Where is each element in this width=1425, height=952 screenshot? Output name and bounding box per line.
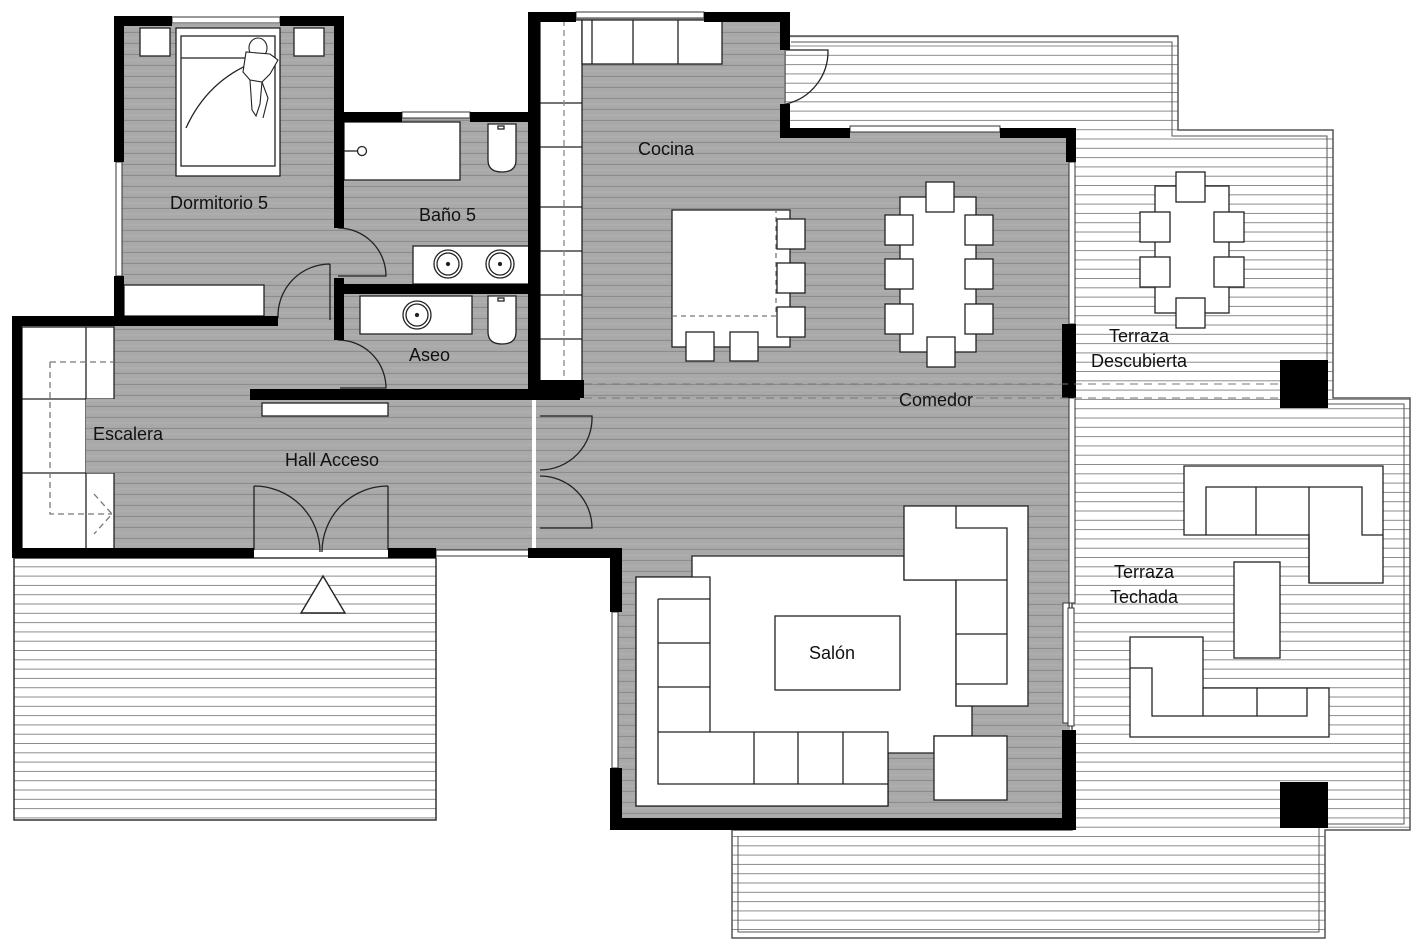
walls <box>12 12 1328 830</box>
toilet-aseo <box>487 295 517 345</box>
stairs <box>21 326 116 550</box>
room-label-terraza-techada: Terraza Techada <box>1100 560 1188 610</box>
doors <box>253 49 829 553</box>
nightstand-left <box>139 27 171 57</box>
door-kitchen-terrace <box>785 49 829 105</box>
door-bano <box>337 227 387 277</box>
terrace-dining-table <box>1139 171 1245 329</box>
hall-console <box>261 402 389 417</box>
terrace-entrance <box>13 557 437 821</box>
windows <box>115 11 1076 769</box>
salon-rug-and-sofas <box>635 505 1029 807</box>
room-label-line: Terraza <box>1108 326 1170 346</box>
furniture <box>21 19 1384 807</box>
coffee-table <box>774 615 901 691</box>
kitchen-island <box>671 209 806 362</box>
wardrobe <box>123 284 265 317</box>
toilet-bano <box>487 123 517 173</box>
room-label-escalera: Escalera <box>93 424 164 444</box>
room-label-salon: Salón <box>809 643 856 663</box>
terrace-sofa-lower <box>1129 636 1330 738</box>
column-upper <box>1280 360 1328 408</box>
door-entrance <box>253 485 389 553</box>
terrace-sofa-upper <box>1183 465 1384 584</box>
door-aseo <box>337 339 387 389</box>
room-label-cocina: Cocina <box>638 139 695 159</box>
door-hall-comedor <box>539 415 593 529</box>
room-label-aseo: Aseo <box>409 345 451 365</box>
person-figure-icon <box>242 37 279 119</box>
door-dormitorio <box>277 263 331 320</box>
room-label-line: Terraza <box>1113 562 1175 582</box>
kitchen-counter-left <box>539 19 583 383</box>
room-label-terraza-descubierta: Terraza Descubierta <box>1082 324 1196 374</box>
room-label-dormitorio5: Dormitorio 5 <box>170 193 269 213</box>
room-label-hall: Hall Acceso <box>285 450 380 470</box>
beam-lines <box>584 383 1280 399</box>
room-label-bano5: Baño 5 <box>419 205 477 225</box>
dining-table <box>884 181 994 368</box>
room-label-line: Techada <box>1109 587 1179 607</box>
nightstand-right <box>293 27 325 57</box>
room-label-comedor: Comedor <box>899 390 974 410</box>
kitchen-counter-top <box>581 19 723 65</box>
column-lower <box>1280 782 1328 828</box>
terrace-coffee-table <box>1233 561 1281 659</box>
entrance-arrow-icon <box>299 574 347 614</box>
room-label-line: Descubierta <box>1090 351 1188 371</box>
